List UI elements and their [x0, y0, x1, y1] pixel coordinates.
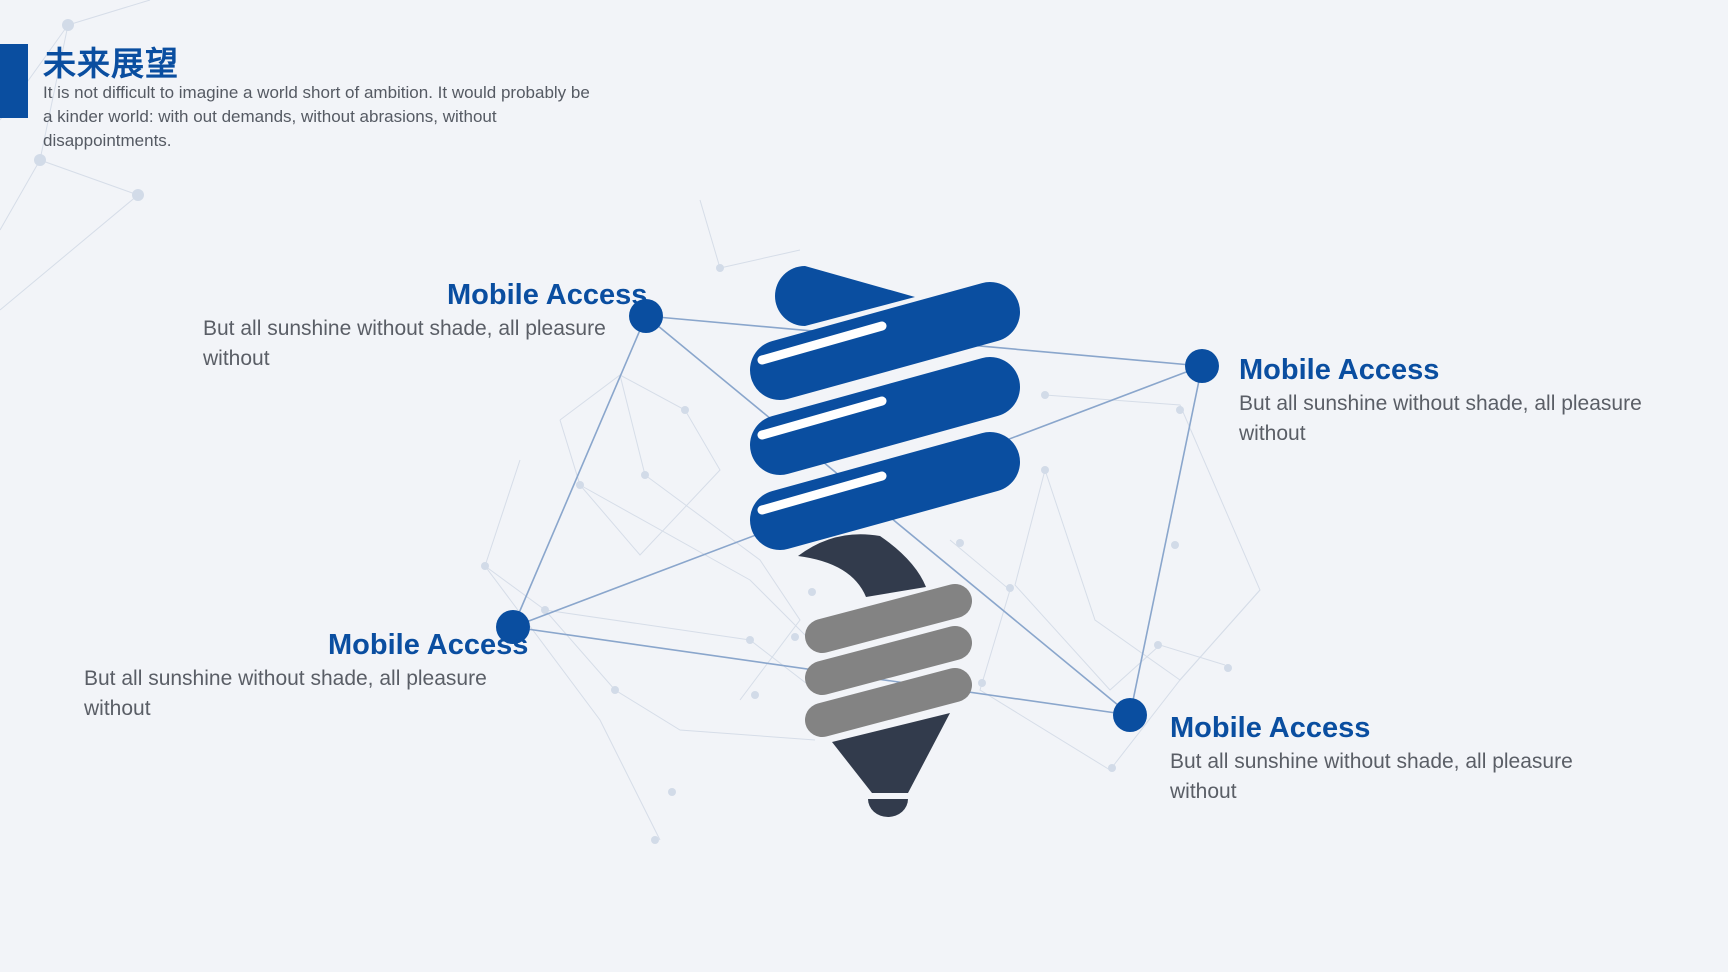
feature-title: Mobile Access: [328, 629, 529, 661]
feature-title: Mobile Access: [1239, 354, 1440, 386]
feature-top-left: Mobile Access But all sunshine without s…: [203, 278, 663, 374]
bulb-neck: [798, 534, 926, 597]
feature-text: But all sunshine without shade, all plea…: [84, 667, 487, 720]
feature-text: But all sunshine without shade, all plea…: [1170, 750, 1573, 803]
bulb-screw-base: [805, 584, 972, 737]
bulb-tip: [832, 713, 950, 793]
page-intro: It is not difficult to imagine a world s…: [43, 83, 590, 150]
bulb-coils: [750, 282, 1020, 550]
feature-text: But all sunshine without shade, all plea…: [1239, 392, 1642, 445]
page-title: 未来展望: [43, 44, 179, 83]
feature-top-right: Mobile Access But all sunshine without s…: [1239, 353, 1699, 449]
feature-text: But all sunshine without shade, all plea…: [203, 317, 606, 370]
bulb-top-flame: [775, 266, 915, 326]
feature-title: Mobile Access: [1170, 712, 1371, 744]
feature-bottom-right: Mobile Access But all sunshine without s…: [1170, 711, 1630, 807]
feature-bottom-left: Mobile Access But all sunshine without s…: [84, 628, 544, 724]
feature-title: Mobile Access: [447, 279, 648, 311]
bulb-tip-cap: [868, 799, 908, 817]
accent-bar: [0, 44, 28, 118]
node-dot-icon: [496, 299, 1219, 732]
